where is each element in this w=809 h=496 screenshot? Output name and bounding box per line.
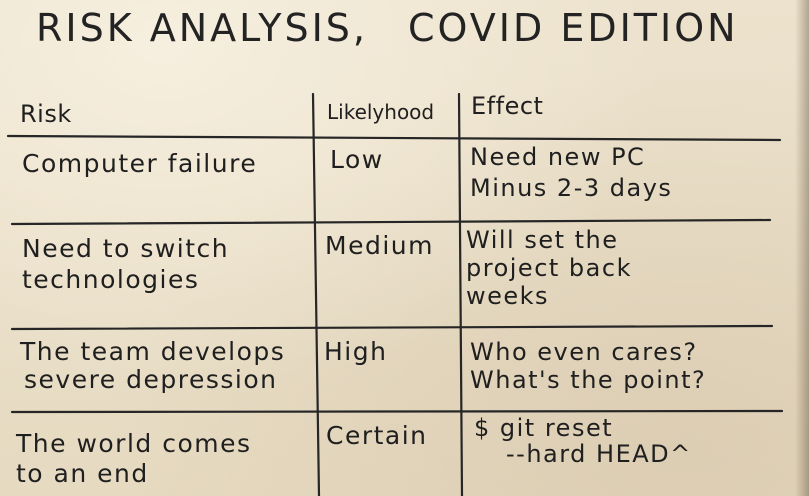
title-part-risk-analysis: RISK ANALYSIS, (36, 6, 369, 50)
header-bottom-rule (6, 134, 782, 142)
likelihood-cell-certain: Certain (326, 421, 428, 450)
column-header-effect: Effect (471, 92, 544, 120)
risk-cell-computer-failure: Computer failure (22, 149, 258, 178)
column-header-likelihood: Likelyhood (327, 100, 435, 124)
effect-cell-line: What's the point? (470, 366, 707, 394)
risk-cell-line: The world comes (16, 429, 252, 458)
effect-cell-line: weeks (466, 282, 550, 310)
row-3-bottom-rule (10, 409, 784, 414)
risk-cell-line: to an end (16, 459, 149, 488)
effect-cell-line: Minus 2-3 days (470, 174, 673, 202)
likelihood-cell-low: Low (330, 145, 384, 174)
column-header-risk: Risk (20, 100, 72, 128)
page-title: RISK ANALYSIS, COVID EDITION (36, 6, 739, 50)
effect-cell-line: --hard HEAD^ (506, 440, 692, 468)
row-1-bottom-rule (10, 218, 772, 226)
effect-cell-line: Who even cares? (470, 338, 698, 366)
risk-cell-line: severe depression (24, 365, 278, 394)
likelihood-cell-medium: Medium (325, 231, 434, 260)
column-divider-1 (311, 92, 321, 496)
risk-cell-line: Need to switch (22, 234, 230, 263)
effect-cell-line: Will set the (466, 226, 619, 254)
effect-cell-line: Need new PC (470, 143, 646, 171)
column-divider-2 (457, 92, 464, 496)
page-edge-shadow (795, 0, 809, 496)
row-2-bottom-rule (10, 324, 774, 331)
risk-cell-line: The team develops (20, 337, 286, 366)
likelihood-cell-high: High (324, 337, 388, 366)
title-part-covid-edition: COVID EDITION (408, 6, 739, 50)
risk-cell-line: technologies (22, 265, 200, 294)
effect-cell-line: $ git reset (474, 414, 614, 442)
effect-cell-line: project back (466, 254, 632, 282)
